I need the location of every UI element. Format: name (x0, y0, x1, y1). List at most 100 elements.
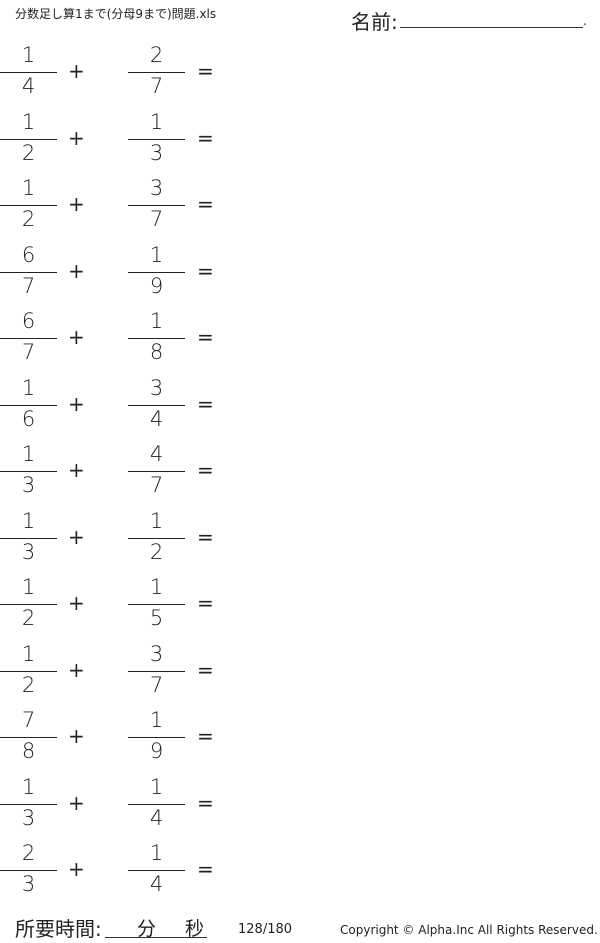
time-label: 所要時間: (15, 917, 102, 941)
denominator: 2 (21, 672, 36, 697)
plus-sign: + (68, 458, 85, 482)
plus-sign: + (68, 790, 85, 815)
problem-row: 1 4+ 2 7= (0, 42, 240, 108)
equals-sign: = (197, 59, 214, 83)
copyright: Copyright © Alpha.Inc All Rights Reserve… (340, 923, 598, 937)
denominator: 4 (149, 406, 164, 431)
problem-row: 2 3+ 1 4= (0, 840, 240, 906)
fraction-left: 1 3 (0, 441, 57, 507)
plus-sign: + (68, 524, 85, 549)
numerator: 1 (149, 575, 164, 599)
equals-sign: = (197, 391, 214, 416)
fraction-bar (0, 737, 57, 738)
fraction-bar (0, 670, 57, 672)
fraction-bar (0, 870, 57, 871)
name-field[interactable] (400, 27, 583, 28)
numerator: 1 (149, 841, 164, 865)
fraction-right: 3 7 (128, 175, 185, 241)
fraction-left: 1 2 (0, 641, 57, 707)
fraction-bar (128, 471, 185, 472)
equals-sign: = (197, 591, 214, 615)
fraction-bar (128, 271, 185, 273)
name-end: . (583, 14, 587, 28)
fraction-bar (128, 404, 185, 406)
fraction-bar (128, 537, 185, 539)
denominator: 3 (21, 872, 36, 896)
fraction-left: 7 8 (0, 707, 57, 773)
denominator: 7 (149, 74, 164, 98)
fraction-left: 1 3 (0, 774, 57, 840)
equals-sign: = (197, 857, 214, 881)
fraction-right: 1 9 (128, 707, 185, 773)
denominator: 2 (149, 539, 164, 564)
plus-sign: + (68, 192, 85, 216)
numerator: 7 (21, 708, 36, 732)
numerator: 1 (21, 442, 36, 466)
seconds-label: 秒 (185, 918, 205, 940)
denominator: 7 (21, 273, 36, 298)
fraction-bar (0, 271, 57, 273)
fraction-bar (128, 670, 185, 672)
plus-sign: + (68, 258, 85, 283)
equals-sign: = (197, 125, 214, 150)
numerator: 1 (21, 641, 36, 666)
denominator: 3 (149, 140, 164, 165)
fraction-bar (0, 72, 57, 73)
numerator: 2 (149, 43, 164, 67)
problem-row: 1 3+ 4 7= (0, 441, 240, 507)
denominator: 7 (149, 672, 164, 697)
fraction-bar (0, 803, 57, 805)
denominator: 2 (21, 207, 36, 231)
problem-row: 6 7+ 1 8= (0, 308, 240, 374)
numerator: 3 (149, 176, 164, 200)
numerator: 1 (21, 774, 36, 799)
denominator: 7 (149, 207, 164, 231)
plus-sign: + (68, 325, 85, 349)
fraction-right: 4 7 (128, 441, 185, 507)
fraction-right: 2 7 (128, 42, 185, 108)
fraction-bar (0, 138, 57, 140)
denominator: 3 (21, 805, 36, 830)
fraction-left: 1 2 (0, 175, 57, 241)
problem-row: 1 2+ 3 7= (0, 175, 240, 241)
fraction-bar (128, 138, 185, 140)
denominator: 9 (149, 739, 164, 763)
problem-row: 6 7+ 1 9= (0, 242, 240, 308)
problem-row: 1 2+ 1 5= (0, 574, 240, 640)
equals-sign: = (197, 657, 214, 682)
denominator: 2 (21, 606, 36, 630)
denominator: 4 (149, 805, 164, 830)
fraction-bar (0, 404, 57, 406)
numerator: 6 (21, 309, 36, 333)
fraction-bar (0, 205, 57, 206)
denominator: 6 (21, 406, 36, 431)
plus-sign: + (68, 857, 85, 881)
fraction-left: 6 7 (0, 242, 57, 308)
denominator: 9 (149, 273, 164, 298)
numerator: 3 (149, 375, 164, 400)
page-number: 128/180 (238, 922, 293, 937)
denominator: 7 (21, 340, 36, 364)
problem-row: 7 8+ 1 9= (0, 707, 240, 773)
minutes-label: 分 (137, 918, 157, 940)
numerator: 1 (21, 176, 36, 200)
name-label: 名前: (351, 10, 398, 34)
fraction-right: 1 8 (128, 308, 185, 374)
fraction-left: 1 3 (0, 508, 57, 574)
equals-sign: = (197, 258, 214, 283)
equals-sign: = (197, 724, 214, 748)
fraction-right: 3 7 (128, 641, 185, 707)
problem-row: 1 2+ 1 3= (0, 109, 240, 175)
fraction-bar (0, 537, 57, 539)
denominator: 3 (21, 539, 36, 564)
denominator: 7 (149, 473, 164, 497)
fraction-right: 1 4 (128, 840, 185, 906)
denominator: 4 (21, 74, 36, 98)
fraction-bar (128, 803, 185, 805)
fraction-bar (128, 870, 185, 871)
equals-sign: = (197, 524, 214, 549)
numerator: 6 (21, 242, 36, 267)
time-field[interactable] (105, 937, 207, 938)
fraction-left: 1 2 (0, 574, 57, 640)
